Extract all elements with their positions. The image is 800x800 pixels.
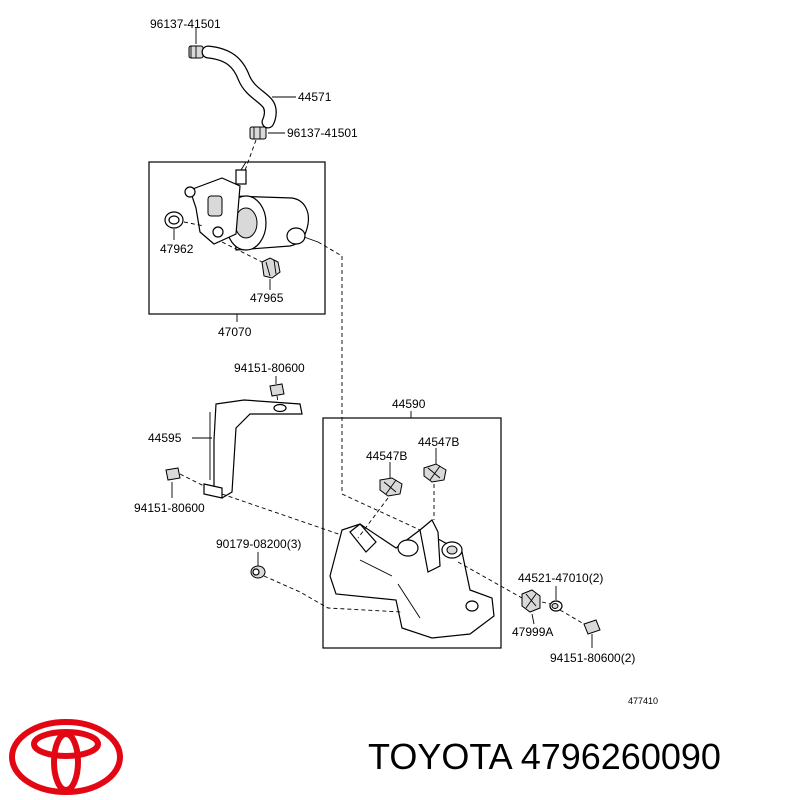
side-bracket-label: 44595 — [148, 431, 182, 445]
hose-clamp-top-label: 96137-41501 — [150, 17, 221, 31]
bracket-bolt-left — [165, 467, 181, 481]
toyota-logo — [9, 719, 123, 795]
pump-cushion-dash — [221, 241, 263, 263]
pump-assembly — [184, 161, 319, 251]
hose-label: 44571 — [298, 90, 332, 104]
hose-clamp-top — [188, 45, 204, 59]
side-bracket-to-main-dash — [221, 493, 357, 541]
bracket-bolt-left-label: 94151-80600 — [134, 501, 205, 515]
cushion-left-label: 44547B — [366, 449, 407, 463]
grommet-label: 47999A — [512, 625, 553, 639]
cushion-right-label: 44547B — [418, 435, 459, 449]
bolt-right — [583, 619, 601, 635]
retainer-label: 44521-47010(2) — [518, 571, 603, 585]
retainer-dash — [541, 601, 551, 605]
seal-ring-label: 47962 — [160, 242, 194, 256]
seal-ring — [164, 211, 184, 229]
bracket-assembly-box — [322, 417, 502, 649]
bolt-right-dash — [559, 609, 585, 625]
bracket-bolt-top — [269, 383, 285, 397]
pump-cushion-label: 47965 — [250, 291, 284, 305]
hose — [201, 45, 277, 129]
side-bracket — [203, 399, 303, 499]
bolt-right-label: 94151-80600(2) — [550, 651, 635, 665]
collar-label: 90179-08200(3) — [216, 537, 301, 551]
figure-id: 477410 — [628, 696, 658, 706]
grommet-dash — [457, 561, 523, 599]
bracket-bolt-left-dash — [179, 473, 205, 487]
collar-dash — [263, 575, 403, 613]
grommet — [521, 589, 541, 613]
pump-assembly-label: 47070 — [218, 325, 252, 339]
hose-clamp-bottom — [249, 126, 267, 140]
collar — [250, 565, 266, 579]
cushion-left — [379, 477, 403, 497]
retainer — [549, 600, 563, 612]
pump-vertical-dash-2 — [341, 493, 421, 531]
seal-ring-dash — [183, 221, 205, 227]
pump-cushion — [261, 257, 281, 279]
pump-to-bracket-dash — [317, 241, 343, 257]
cushion-left-dash — [357, 497, 389, 539]
cushion-right — [423, 463, 447, 483]
main-bracket-label: 44590 — [392, 397, 426, 411]
hose-clamp-bottom-label: 96137-41501 — [287, 126, 358, 140]
grommet-leader — [531, 613, 535, 625]
main-bracket — [329, 519, 495, 639]
part-caption: TOYOTA 4796260090 — [368, 736, 721, 777]
bracket-bolt-top-label: 94151-80600 — [234, 361, 305, 375]
